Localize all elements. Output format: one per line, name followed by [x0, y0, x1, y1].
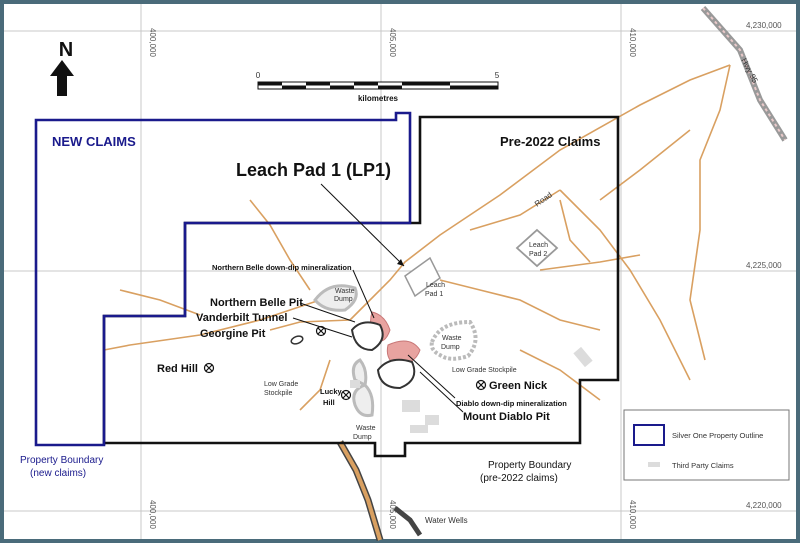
- mount-diablo-pit-label: Mount Diablo Pit: [463, 411, 550, 423]
- waste-dump-south-label-1: Waste: [356, 425, 376, 432]
- mine-symbol-red-hill: [203, 362, 215, 374]
- third-party-claims: [350, 346, 593, 433]
- northern-belle-pit-label: Northern Belle Pit: [210, 297, 303, 309]
- waste-dump-north-label-2: Dump: [334, 296, 353, 303]
- roads: [103, 64, 731, 411]
- mine-symbol-vanderbilt: [315, 325, 327, 337]
- low-grade-stockpile-west-2: Stockpile: [264, 390, 293, 397]
- leach-pad-arrowhead: [397, 259, 404, 266]
- grid-label-easting-400000-bottom: 400,000: [148, 500, 157, 529]
- waste-dump-north: [313, 284, 358, 312]
- northern-belle-mineralization-label: Northern Belle down-dip mineralization: [212, 263, 352, 272]
- leach-pad-1-label-2: Pad 1: [425, 291, 443, 298]
- waste-dump-east-label-1: Waste: [442, 335, 462, 342]
- legend: [623, 409, 790, 481]
- leader-lines: [292, 183, 464, 413]
- north-arrow-icon: [50, 60, 74, 96]
- new-claims-outline: [34, 111, 412, 447]
- grid-label-easting-400000-top: 400,000: [148, 28, 157, 57]
- leach-pad-2-label-1: Leach: [529, 242, 548, 249]
- waste-dump-east-label-2: Dump: [441, 344, 460, 351]
- north-label: N: [59, 39, 73, 61]
- grid-label-easting-410000-bottom: 410,000: [628, 500, 637, 529]
- waste-dump-north-label-1: Waste: [335, 288, 355, 295]
- green-nick-label: Green Nick: [489, 380, 548, 392]
- diablo-mineralization-label: Diablo down-dip mineralization: [456, 399, 567, 408]
- leach-pad-2-label-2: Pad 2: [529, 251, 547, 258]
- mine-symbol-lucky-hill: [340, 389, 352, 401]
- grid-label-easting-405000-bottom: 405,000: [388, 500, 397, 529]
- grid-label-easting-410000-top: 410,000: [628, 28, 637, 57]
- northern-belle-pit-shape: [350, 321, 384, 352]
- waste-dump-south-label-2: Dump: [353, 434, 372, 441]
- waste-dump-east: [429, 319, 478, 361]
- leach-pad-1-label-1: Leach: [426, 282, 445, 289]
- property-boundary-new-label-1: Property Boundary: [20, 455, 103, 466]
- grid-label-northing-4220000: 4,220,000: [746, 501, 782, 510]
- legend-silver-one-label: Silver One Property Outline: [672, 431, 763, 440]
- vanderbilt-tunnel-label: Vanderbilt Tunnel: [196, 312, 287, 324]
- low-grade-stockpile-east: Low Grade Stockpile: [452, 367, 517, 374]
- new-claims-label: NEW CLAIMS: [52, 134, 136, 149]
- lucky-hill-dump: [351, 358, 368, 388]
- grid-label-easting-405000-top: 405,000: [388, 28, 397, 57]
- scale-start-label: 0: [256, 71, 261, 80]
- mount-diablo-pit-shape: [376, 358, 416, 390]
- grid-label-northing-4230000: 4,230,000: [746, 21, 782, 30]
- legend-third-party-label: Third Party Claims: [672, 461, 734, 470]
- lucky-hill-label-2: Hill: [323, 398, 335, 407]
- leach-pad-2-shape: [515, 228, 559, 268]
- property-boundary-new-label-2: (new claims): [30, 468, 86, 479]
- leach-pad-1-title: Leach Pad 1 (LP1): [236, 160, 391, 180]
- red-hill-label: Red Hill: [157, 363, 198, 375]
- property-boundary-pre-label-2: (pre-2022 claims): [480, 473, 558, 484]
- pre-2022-claims-label: Pre-2022 Claims: [500, 134, 600, 149]
- low-grade-stockpile-west-1: Low Grade: [264, 381, 298, 388]
- highway-95-center: [702, 7, 786, 141]
- leach-pad-1-shape: [404, 256, 441, 298]
- mine-symbol-green-nick: [475, 379, 487, 391]
- georgine-pit-shape: [290, 335, 304, 345]
- water-wells-label: Water Wells: [425, 516, 468, 525]
- water-well-road: [393, 506, 423, 537]
- georgine-pit-label: Georgine Pit: [200, 328, 266, 340]
- scale-bar: [257, 81, 499, 90]
- waste-dump-south: [352, 383, 375, 417]
- access-road-fill: [338, 441, 382, 541]
- property-boundary-pre-label-1: Property Boundary: [488, 460, 571, 471]
- scale-unit-label: kilometres: [358, 94, 399, 103]
- grid-label-northing-4225000: 4,225,000: [746, 261, 782, 270]
- scale-end-label: 5: [495, 71, 500, 80]
- lucky-hill-label-1: Lucky: [320, 387, 343, 396]
